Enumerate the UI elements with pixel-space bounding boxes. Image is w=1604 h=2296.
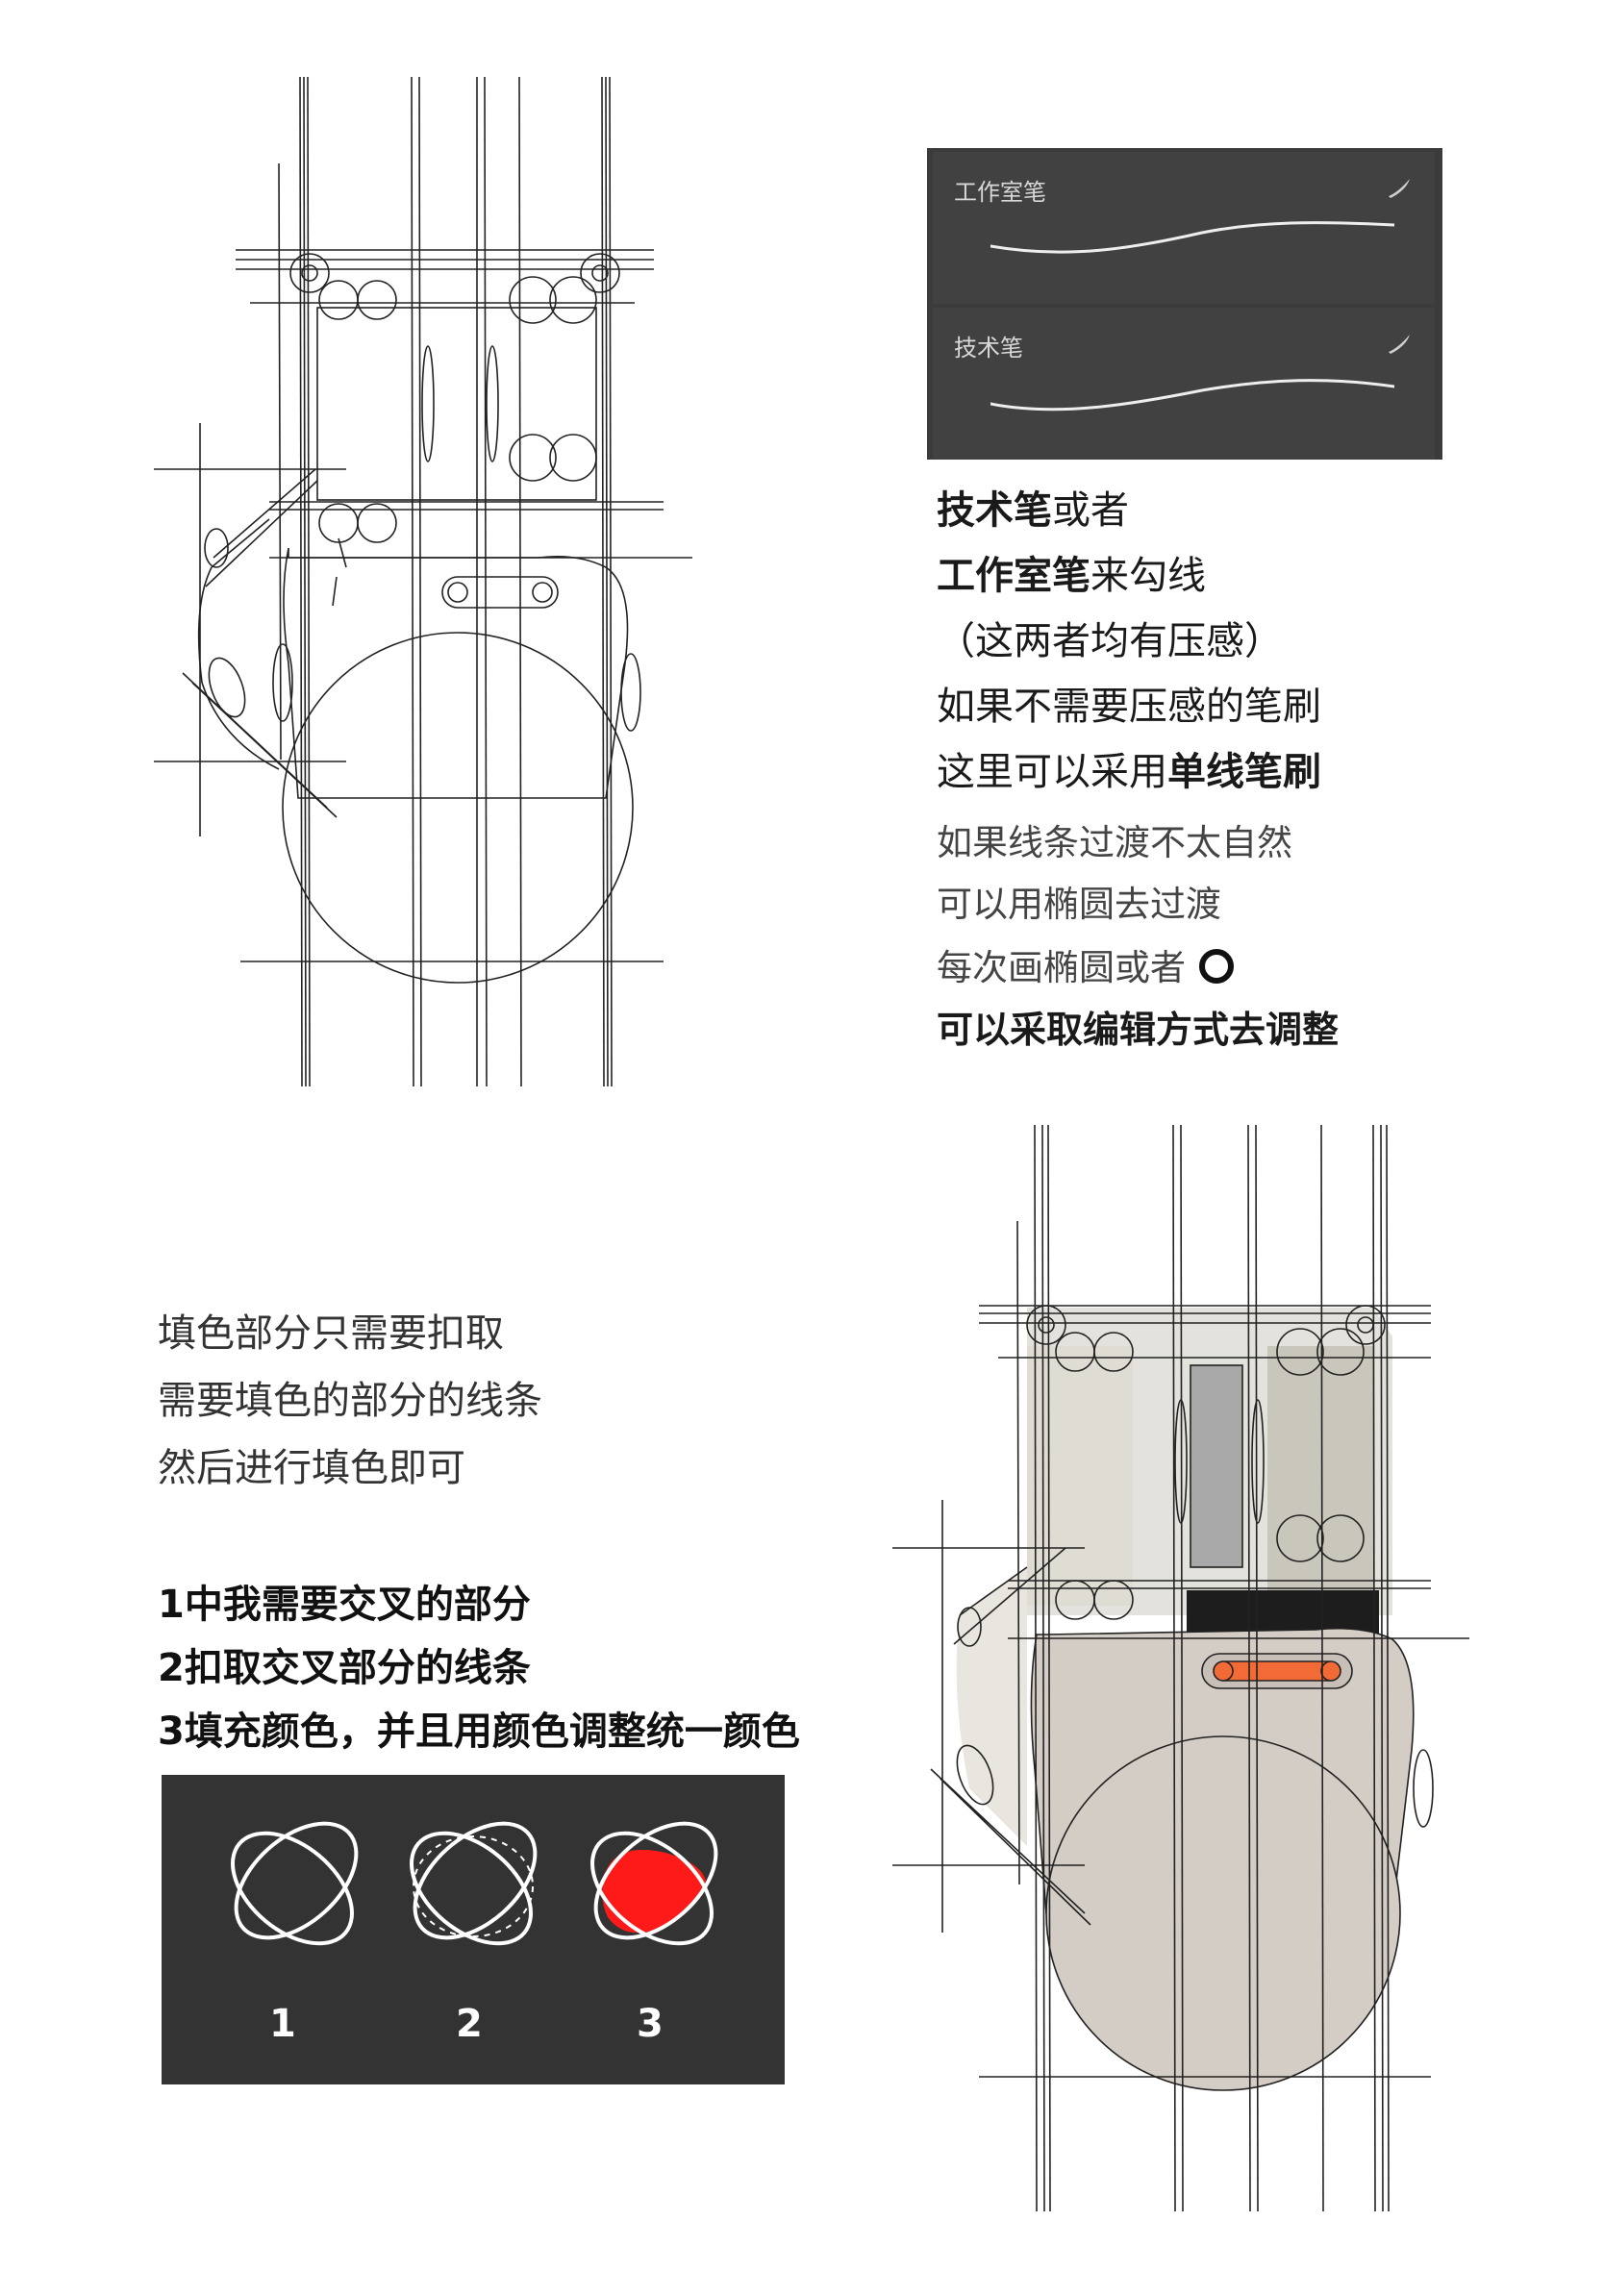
instruction-text: 或者 bbox=[1052, 488, 1129, 533]
circle-icon bbox=[1198, 949, 1234, 984]
side-arm-fill bbox=[956, 1567, 1027, 1846]
example-label-1: 1 bbox=[269, 2002, 296, 2046]
instruction-line-3: （这两者均有压感） bbox=[937, 619, 1283, 663]
studio-pen-term: 工作室笔 bbox=[937, 554, 1090, 598]
line-sketch-drawing bbox=[154, 76, 692, 1087]
vertical-guides bbox=[199, 76, 613, 1087]
instruction-text: 来勾线 bbox=[1090, 554, 1206, 598]
instruction-text: 每次画椭圆或者 bbox=[937, 947, 1186, 988]
instruction-line-8: 每次画椭圆或者 bbox=[937, 938, 1236, 990]
instruction-line-1: 技术笔或者 bbox=[937, 479, 1129, 535]
example-label-3: 3 bbox=[637, 2002, 664, 2046]
instruction-line-9: 可以采取编辑方式去调整 bbox=[937, 1009, 1340, 1051]
step-3-text: 3填充颜色，并且用颜色调整统一颜色 bbox=[158, 1710, 800, 1754]
step-2-text: 2扣取交叉部分的线条 bbox=[158, 1646, 531, 1690]
brush-name-label: 工作室笔 bbox=[954, 179, 1046, 206]
brush-stroke-preview bbox=[990, 379, 1394, 412]
instruction-line-4: 如果不需要压感的笔刷 bbox=[937, 685, 1321, 729]
horizontal-guides bbox=[154, 249, 692, 962]
brush-icon bbox=[1389, 335, 1410, 354]
single-line-brush-term: 单线笔刷 bbox=[1167, 750, 1321, 794]
fill-note-2: 需要填色的部分的线条 bbox=[158, 1379, 542, 1423]
instruction-line-6: 如果线条过渡不太自然 bbox=[937, 822, 1292, 863]
ellipse-example-panel: 1 2 3 bbox=[162, 1775, 785, 2084]
example-1-ellipses bbox=[231, 1821, 359, 1946]
brush-icon bbox=[1389, 179, 1410, 198]
step-1-text: 1中我需要交叉的部分 bbox=[158, 1583, 531, 1627]
brush-library-panel: 工作室笔 技术笔 bbox=[927, 148, 1442, 460]
instruction-line-7: 可以用椭圆去过渡 bbox=[937, 884, 1221, 925]
fill-note-3: 然后进行填色即可 bbox=[158, 1446, 465, 1490]
fill-region bbox=[602, 1849, 706, 1934]
fill-note-1: 填色部分只需要扣取 bbox=[158, 1311, 504, 1356]
brush-name-label: 技术笔 bbox=[954, 335, 1023, 362]
horizontal-guides bbox=[892, 1305, 1469, 2078]
example-2-ellipses bbox=[410, 1821, 538, 1946]
brush-item-technical-pen[interactable]: 技术笔 bbox=[933, 308, 1435, 460]
example-3-ellipses bbox=[590, 1821, 718, 1946]
brush-item-studio-pen[interactable]: 工作室笔 bbox=[933, 152, 1435, 304]
brush-stroke-preview bbox=[990, 221, 1394, 254]
colored-sketch-drawing bbox=[892, 1124, 1469, 2212]
instruction-line-2: 工作室笔来勾线 bbox=[937, 544, 1206, 600]
instruction-text: 这里可以采用 bbox=[937, 750, 1167, 794]
technical-pen-term: 技术笔 bbox=[937, 488, 1052, 533]
example-label-2: 2 bbox=[456, 2002, 483, 2046]
instruction-line-5: 这里可以采用单线笔刷 bbox=[937, 740, 1321, 796]
